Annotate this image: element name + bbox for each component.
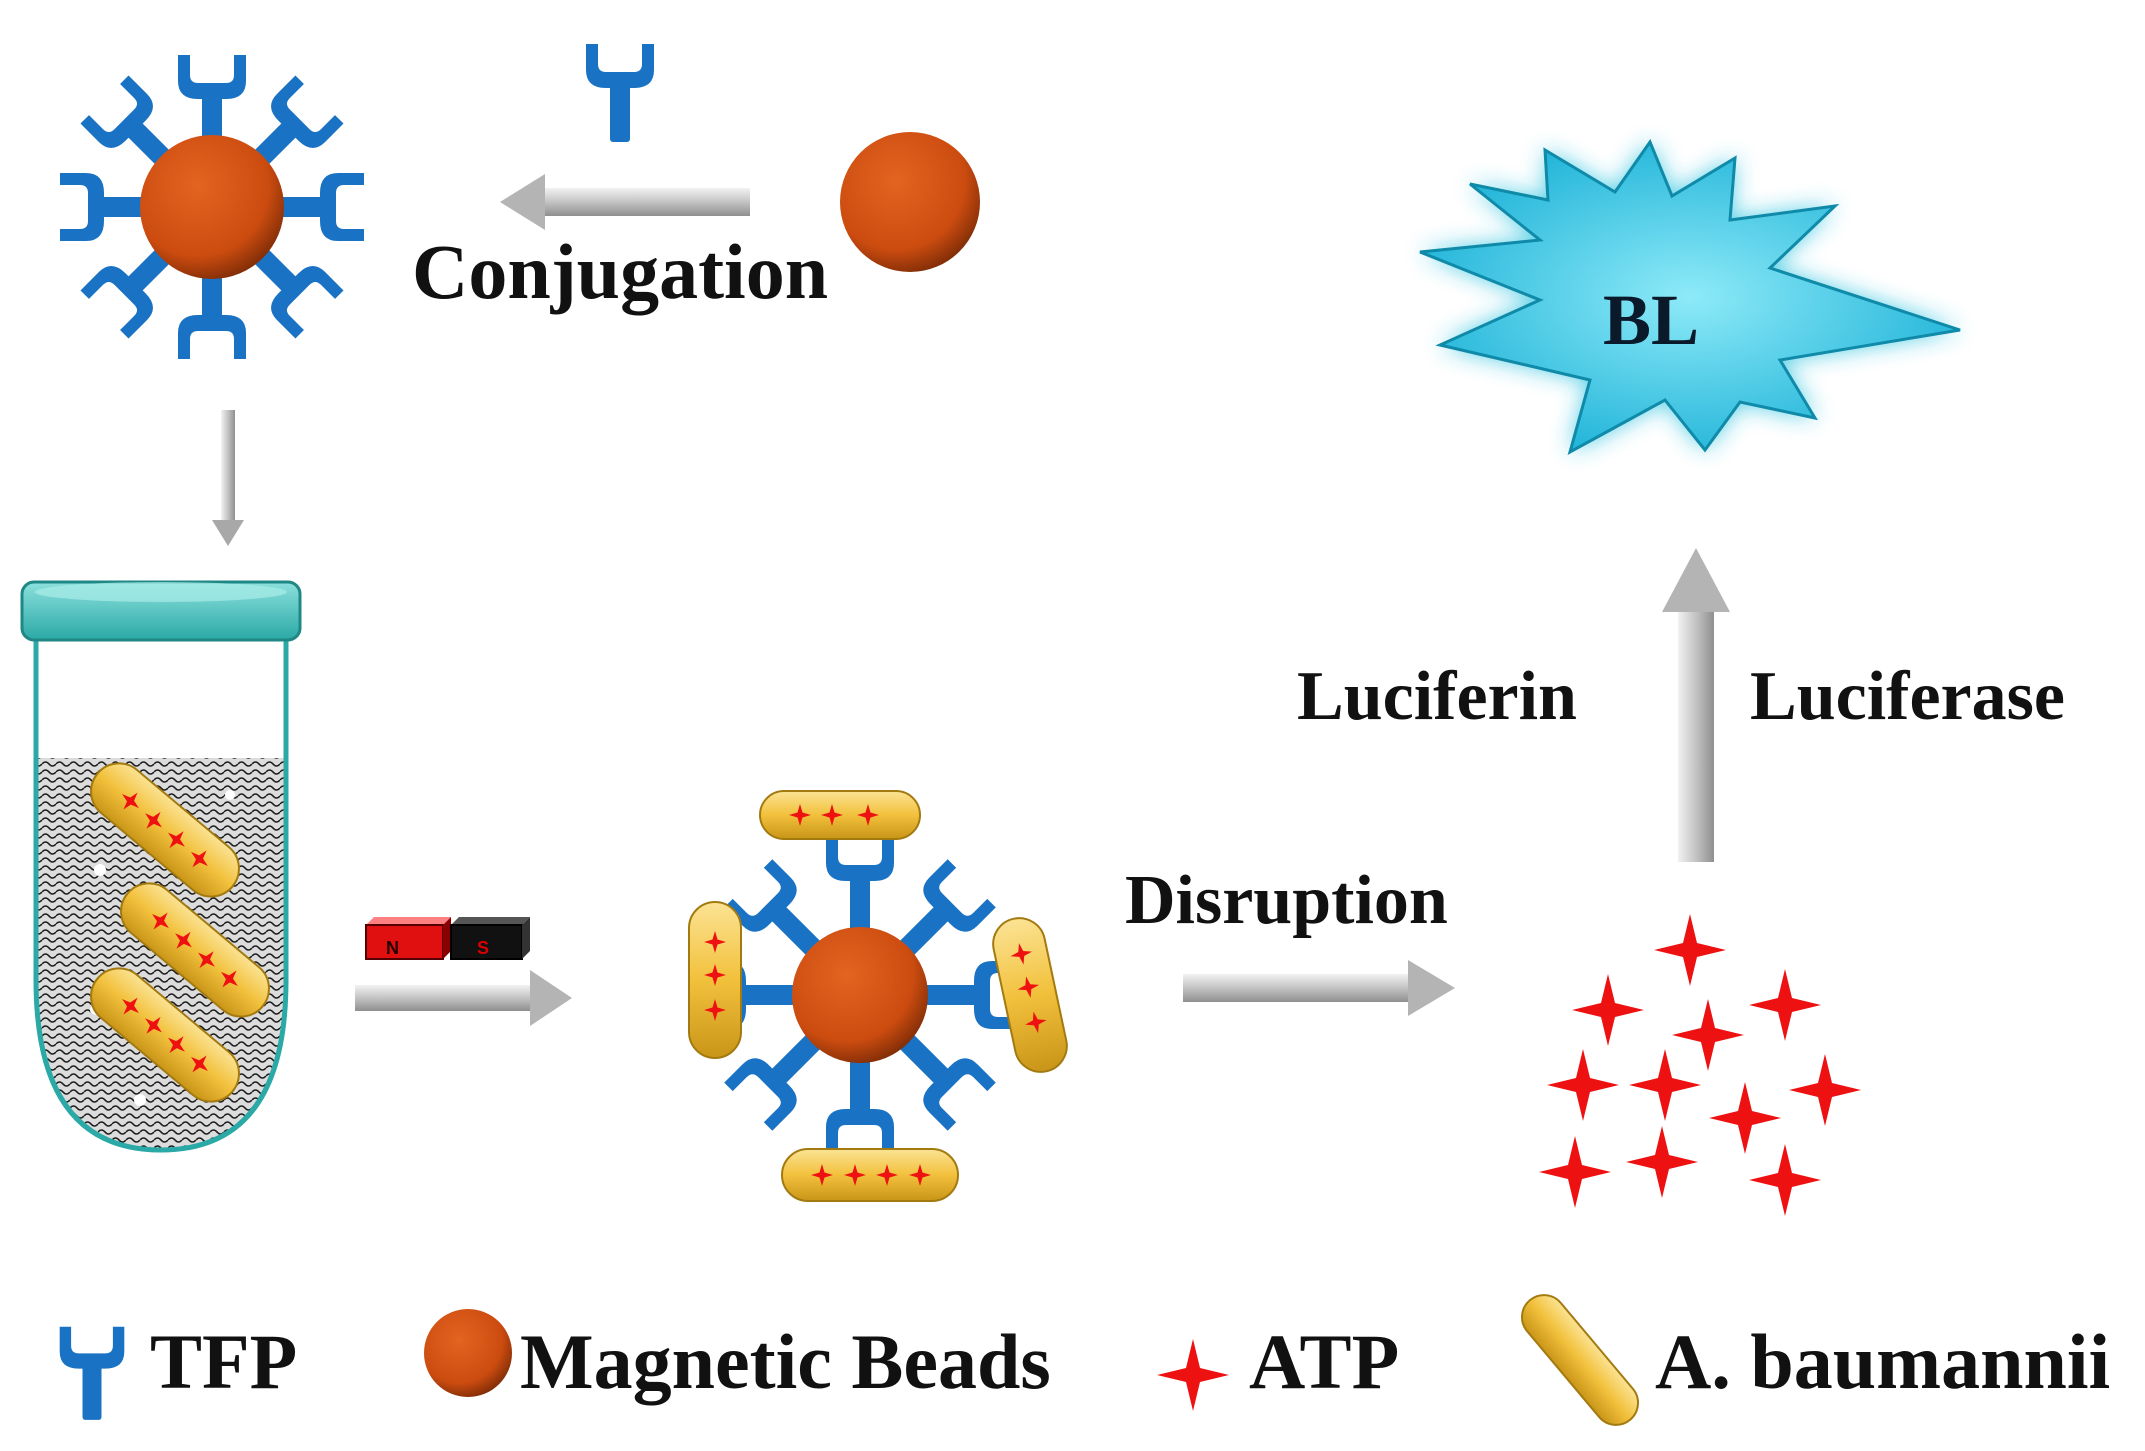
- magnetic-bead: [140, 135, 284, 279]
- atp-icon: [1789, 1054, 1861, 1126]
- atp-icon: [1749, 969, 1821, 1041]
- legend-label-magnetic-beads: Magnetic Beads: [520, 1318, 1051, 1405]
- bacterium-icon: [1521, 1294, 1639, 1426]
- conjugation-arrow: [500, 174, 750, 230]
- separation-arrow: [355, 970, 572, 1026]
- legend-label-a-baumannii: A. baumannii: [1655, 1318, 2111, 1405]
- disruption-arrow: [1183, 960, 1455, 1016]
- legend-label-atp: ATP: [1249, 1318, 1400, 1405]
- magnetic-bead: [792, 927, 928, 1063]
- conjugation-label: Conjugation: [412, 228, 829, 315]
- atp-icon: [1157, 1339, 1229, 1411]
- disruption-label: Disruption: [1125, 862, 1448, 939]
- magnetic-bead-icon: [424, 1309, 512, 1397]
- conjugated-bead: [60, 55, 364, 359]
- atp-icon: [1654, 914, 1726, 986]
- atp-icon: [1626, 1126, 1698, 1198]
- atp-icon: [1629, 1049, 1701, 1121]
- bacterium: [781, 1148, 959, 1202]
- atp-icon: [1547, 1049, 1619, 1121]
- legend-label-tfp: TFP: [150, 1318, 298, 1405]
- magnet-s-label: S: [477, 938, 490, 958]
- tfp-icon: [59, 1326, 125, 1420]
- bl-label: BL: [1603, 280, 1700, 360]
- free-tfp: [586, 44, 654, 142]
- atp-icon: [1709, 1082, 1781, 1154]
- bacterium: [90, 762, 240, 898]
- bacterium: [992, 917, 1068, 1073]
- captured-complex: [688, 790, 1068, 1202]
- bacterium: [759, 790, 921, 840]
- sample-tube: [20, 580, 302, 1153]
- luciferin-label: Luciferin: [1297, 658, 1577, 735]
- bacterium: [120, 882, 270, 1018]
- down-arrow: [212, 410, 244, 546]
- atp-icon: [1539, 1136, 1611, 1208]
- bacterium: [90, 967, 240, 1103]
- bacterium: [688, 901, 742, 1059]
- atp-icon: [1672, 999, 1744, 1071]
- up-arrow: [1662, 548, 1730, 862]
- bioluminescence-burst: [1419, 138, 1961, 456]
- atp-icon: [1749, 1144, 1821, 1216]
- atp-cluster: [1539, 914, 1861, 1216]
- magnet-n-label: N: [386, 938, 399, 958]
- atp-icon: [1572, 974, 1644, 1046]
- magnet: [365, 917, 530, 960]
- luciferase-label: Luciferase: [1750, 658, 2065, 735]
- free-magnetic-bead: [840, 132, 980, 272]
